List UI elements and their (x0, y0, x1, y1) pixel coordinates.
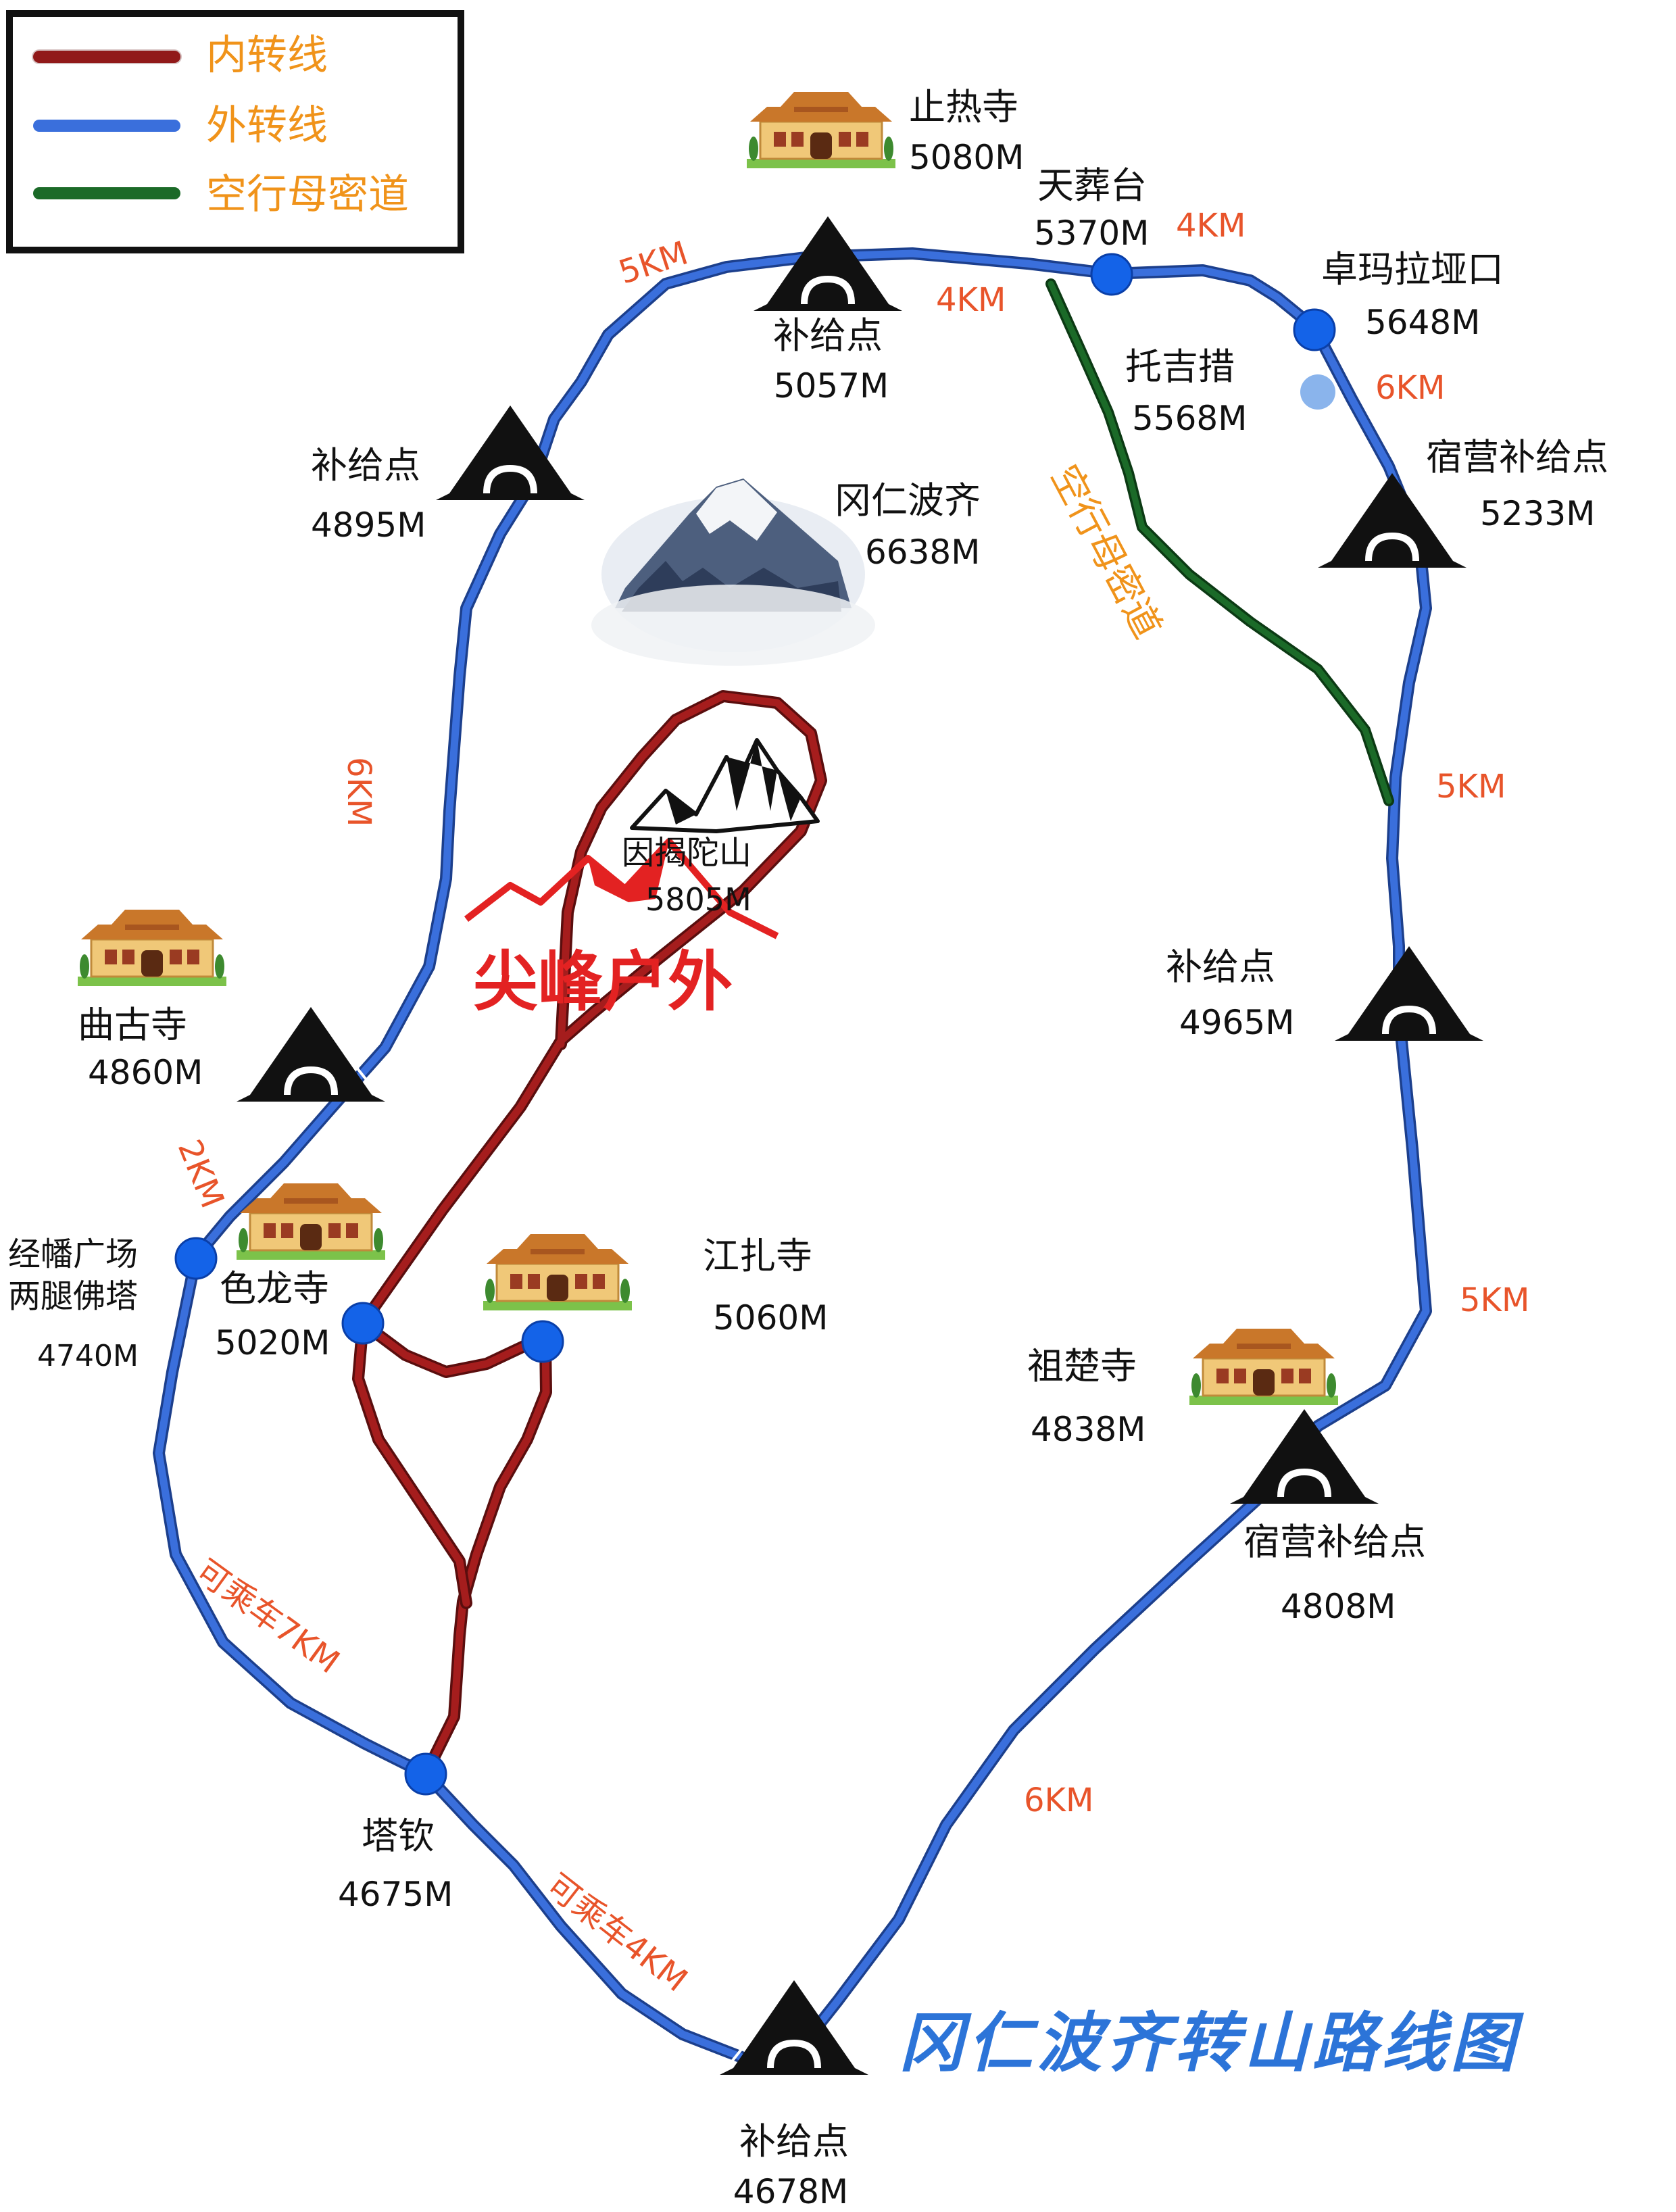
distance-label: 6KM (1024, 1781, 1094, 1819)
jingfan-alt: 4740M (37, 1339, 139, 1373)
waypoint-zhuoma (1293, 308, 1336, 351)
secret-route (1045, 278, 1394, 806)
taqin-name: 塔钦 (362, 1815, 435, 1857)
temple-icon (745, 91, 897, 170)
waypoint-selong (341, 1302, 385, 1345)
brand-text: 尖峰户外 (473, 944, 733, 1020)
supply-tent-icon (435, 404, 586, 501)
camp-se-alt: 4808M (1281, 1587, 1396, 1626)
distance-label: 4KM (936, 281, 1006, 319)
waypoint-tianzang (1090, 253, 1133, 296)
kailash-alt: 6638M (865, 533, 981, 572)
zhire-alt: 5080M (909, 138, 1025, 177)
waypoint-taqin (404, 1752, 447, 1796)
yinjie-mountain-icon (630, 738, 820, 833)
distance-label: 5KM (1436, 768, 1506, 806)
inner-route (352, 690, 827, 1780)
temple-icon (1188, 1327, 1339, 1406)
distance-label: 6KM (340, 757, 378, 827)
waypoint-jingfan (174, 1237, 218, 1280)
supply-nw-name: 补给点 (311, 444, 420, 487)
tianzang-name: 天葬台 (1037, 164, 1147, 207)
supply-e-name: 补给点 (1166, 945, 1275, 988)
supply-n-name: 补给点 (773, 314, 883, 357)
tuoji-name: 托吉措 (1125, 345, 1235, 388)
camp-tent-icon (1229, 1408, 1380, 1505)
jiangzha-name: 江扎寺 (703, 1235, 812, 1277)
waypoint-jiangzha (521, 1320, 564, 1363)
camp-tent-icon (1316, 472, 1468, 569)
kailash-photo (591, 478, 875, 666)
jingfan-name: 经幡广场 两腿佛塔 (8, 1235, 139, 1316)
zuchu-alt: 4838M (1031, 1410, 1146, 1449)
taqin-alt: 4675M (338, 1875, 453, 1914)
legend-box (6, 10, 464, 253)
qugu-alt: 4860M (88, 1053, 203, 1092)
yinjie-name: 因揭陀山 (622, 834, 752, 872)
temple-icon (76, 908, 228, 987)
supply-tent-icon (235, 1006, 387, 1103)
supply-e-alt: 4965M (1179, 1003, 1295, 1042)
selong-alt: 5020M (215, 1323, 330, 1362)
kailash-name: 冈仁波齐 (835, 479, 981, 522)
yinjie-alt: 5805M (645, 881, 751, 918)
legend-outer-label: 外转线 (206, 102, 328, 149)
brand-logo (464, 838, 779, 939)
zhuoma-name: 卓玛拉垭口 (1321, 248, 1504, 291)
tuoji-alt: 5568M (1132, 399, 1248, 438)
jiangzha-alt: 5060M (713, 1298, 829, 1337)
distance-label: 6KM (1375, 369, 1446, 407)
supply-s-name: 补给点 (739, 2120, 849, 2163)
camp-ne-name: 宿营补给点 (1426, 436, 1608, 478)
zhire-name: 止热寺 (909, 86, 1018, 128)
zuchu-name: 祖楚寺 (1027, 1345, 1137, 1387)
camp-se-name: 宿营补给点 (1243, 1521, 1426, 1563)
legend-secret-label: 空行母密道 (206, 171, 409, 218)
supply-n-alt: 5057M (773, 366, 889, 405)
map-title: 冈仁波齐转山路线图 (899, 2005, 1519, 2081)
supply-tent-icon (1333, 945, 1485, 1042)
temple-icon (482, 1233, 633, 1312)
waypoint-tuoji (1300, 374, 1335, 410)
outer-route (153, 247, 1432, 2071)
legend-inner-label: 内转线 (206, 32, 328, 79)
tianzang-alt: 5370M (1034, 214, 1150, 253)
distance-label: 4KM (1176, 207, 1246, 245)
zhuoma-alt: 5648M (1365, 303, 1481, 342)
qugu-name: 曲古寺 (78, 1004, 187, 1046)
supply-nw-alt: 4895M (311, 506, 426, 545)
distance-label: 5KM (1460, 1281, 1530, 1319)
selong-name: 色龙寺 (220, 1267, 329, 1310)
waypoints (174, 253, 1336, 1796)
supply-s-alt: 4678M (733, 2172, 849, 2211)
camp-ne-alt: 5233M (1480, 494, 1596, 533)
